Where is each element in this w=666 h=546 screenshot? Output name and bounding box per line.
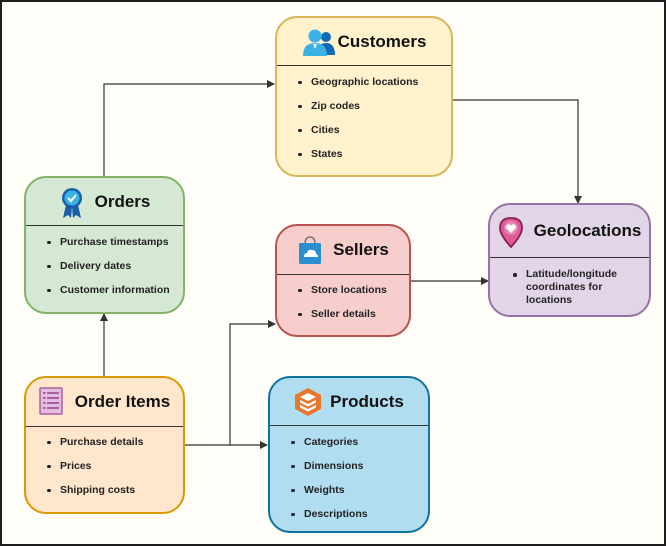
attribute-item: Geographic locations: [298, 70, 451, 94]
entity-title: Products: [330, 391, 404, 411]
package-icon: [294, 387, 324, 417]
entity-header: Products: [270, 378, 428, 426]
users-icon: [302, 27, 335, 57]
list-icon: [39, 387, 69, 417]
attribute-item: Prices: [47, 454, 183, 478]
entity-customers[interactable]: Customers Geographic locations Zip codes…: [275, 16, 453, 177]
entity-geolocations[interactable]: Geolocations Latitude/longitude coordina…: [488, 203, 651, 317]
attribute-list: Purchase details Prices Shipping costs: [26, 430, 183, 502]
attribute-item: States: [298, 142, 451, 166]
attribute-item: Store locations: [298, 278, 409, 302]
entity-header: Geolocations: [490, 205, 649, 258]
entity-title: Customers: [337, 31, 427, 51]
entity-title: Geolocations: [533, 221, 642, 240]
attribute-item: Categories: [291, 430, 428, 454]
attribute-item: Purchase details: [47, 430, 183, 454]
entity-order-items[interactable]: Order Items Purchase details Prices Ship…: [24, 376, 185, 514]
attribute-item: Descriptions: [291, 502, 428, 526]
attribute-list: Store locations Seller details: [277, 278, 409, 326]
entity-products[interactable]: Products Categories Dimensions Weights D…: [268, 376, 430, 533]
attribute-item: Seller details: [298, 302, 409, 326]
entity-orders[interactable]: Orders Purchase timestamps Delivery date…: [24, 176, 185, 314]
attribute-list: Categories Dimensions Weights Descriptio…: [270, 430, 428, 526]
entity-title: Orders: [94, 191, 151, 211]
attribute-item: Latitude/longitude coordinates for locat…: [513, 268, 643, 307]
attribute-list: Latitude/longitude coordinates for locat…: [490, 268, 649, 307]
entity-header: Order Items: [26, 378, 183, 427]
entity-title: Sellers: [333, 240, 389, 259]
award-badge-icon: [59, 187, 89, 218]
entity-sellers[interactable]: Sellers Store locations Seller details: [275, 224, 411, 337]
attribute-item: Delivery dates: [47, 254, 183, 278]
attribute-list: Geographic locations Zip codes Cities St…: [277, 70, 451, 166]
entity-title: Order Items: [74, 392, 171, 411]
attribute-item: Zip codes: [298, 94, 451, 118]
attribute-item: Weights: [291, 478, 428, 502]
attribute-item: Dimensions: [291, 454, 428, 478]
attribute-item: Cities: [298, 118, 451, 142]
entity-header: Sellers: [277, 226, 409, 275]
attribute-item: Purchase timestamps: [47, 230, 183, 254]
attribute-list: Purchase timestamps Delivery dates Custo…: [26, 230, 183, 302]
attribute-item: Shipping costs: [47, 478, 183, 502]
shopping-bag-icon: [297, 235, 327, 265]
attribute-item: Customer information: [47, 278, 183, 302]
entity-header: Orders: [26, 178, 183, 226]
entity-header: Customers: [277, 18, 451, 66]
map-pin-heart-icon: [498, 216, 528, 249]
